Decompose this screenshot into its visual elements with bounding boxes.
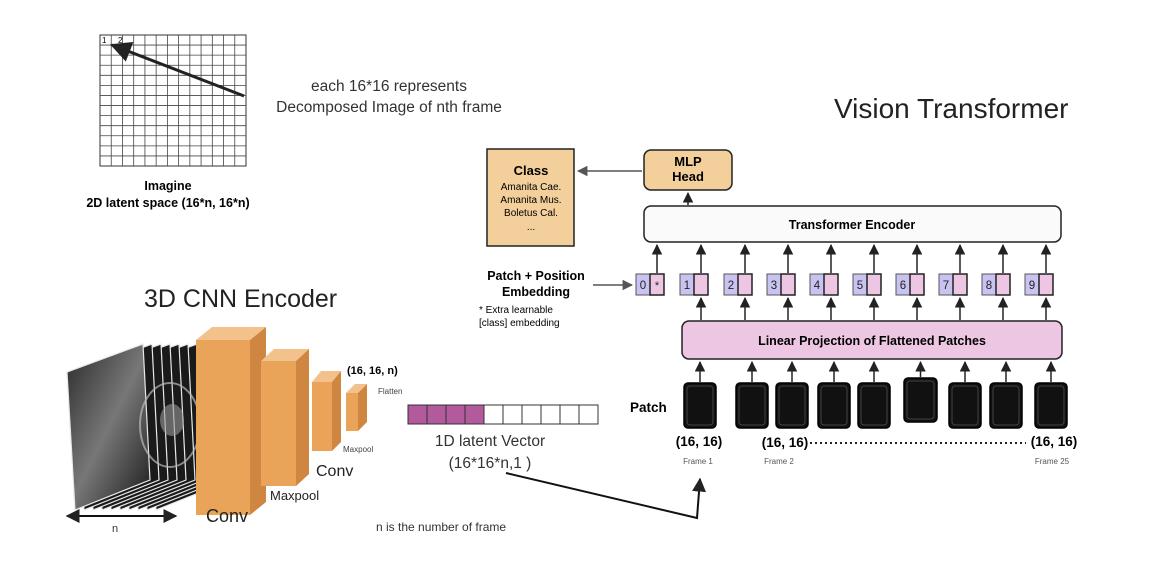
latent-vector-label: 1D latent Vector(16*16*n,1 ) — [435, 433, 545, 472]
embedding-note: * Extra learnable[class] embedding — [479, 305, 560, 329]
patch-tile — [948, 382, 982, 429]
svg-text:5: 5 — [857, 280, 863, 292]
conv-block-1 — [196, 327, 266, 515]
latent-vector — [407, 404, 599, 425]
patch-tile — [989, 382, 1023, 429]
embedding-token-8: 8 — [981, 273, 1011, 296]
patch-tile — [735, 382, 769, 429]
flatten-label: Flatten — [378, 387, 402, 396]
frame-label-25: Frame 25 — [1035, 457, 1070, 466]
maxpool-label: Maxpool — [270, 488, 319, 503]
patch-tile — [775, 382, 809, 429]
conv-block-2 — [312, 371, 341, 451]
svg-text:*: * — [655, 280, 660, 292]
latent-cell-filled — [407, 404, 428, 425]
class-item-2: Amanita Mus. — [500, 195, 561, 206]
grid-index-label-2: 2 — [118, 36, 123, 45]
latent-to-frame-arrow — [505, 472, 707, 520]
frame-label-2: Frame 2 — [764, 457, 794, 466]
svg-text:7: 7 — [943, 280, 949, 292]
cnn-title: 3D CNN Encoder — [144, 285, 337, 313]
patch-size-frame-25: (16, 16) — [1031, 434, 1078, 449]
latent-cell-empty — [502, 404, 523, 425]
frame-label-1: Frame 1 — [683, 457, 713, 466]
latent-cell-filled — [445, 404, 466, 425]
embedding-token-7: 7 — [938, 273, 968, 296]
latent-cell-filled — [426, 404, 447, 425]
grid-diagonal-arrow — [110, 42, 245, 98]
embedding-token-1: 1 — [679, 273, 709, 296]
patch-size-frame-1: (16, 16) — [676, 434, 723, 449]
footnote: n is the number of frame — [376, 520, 506, 534]
class-item-3: Boletus Cal. — [504, 208, 558, 219]
transformer-encoder-box — [643, 205, 1062, 243]
embedding-token-9: 9 — [1024, 273, 1054, 296]
patch-tile — [817, 382, 851, 429]
svg-text:1: 1 — [684, 280, 690, 292]
class-box-title: Class — [514, 163, 549, 178]
patch-tile — [1034, 382, 1068, 429]
embedding-token-4: 4 — [809, 273, 839, 296]
svg-text:8: 8 — [986, 280, 992, 292]
latent-grid — [99, 34, 247, 167]
transformer-encoder-label: Transformer Encoder — [789, 218, 916, 232]
maxpool-label-small: Maxpool — [343, 445, 373, 454]
latent-cell-empty — [521, 404, 542, 425]
embedding-token-5: 5 — [852, 273, 882, 296]
patch-row — [683, 360, 1068, 429]
conv-label-1: Conv — [206, 506, 248, 526]
mlp-head-box — [643, 149, 733, 191]
class-item-more: ... — [527, 222, 535, 233]
class-item-1: Amanita Cae. — [501, 182, 562, 193]
embedding-token-6: 6 — [895, 273, 925, 296]
svg-text:4: 4 — [814, 280, 821, 292]
embedding-token-3: 3 — [766, 273, 796, 296]
latent-cell-empty — [540, 404, 561, 425]
svg-text:2: 2 — [728, 280, 734, 292]
grid-index-label-1: 1 — [102, 36, 107, 45]
svg-text:0: 0 — [640, 280, 646, 292]
latent-cell-empty — [578, 404, 599, 425]
svg-text:6: 6 — [900, 280, 906, 292]
n-label: n — [112, 523, 118, 535]
patch-label: Patch — [630, 400, 667, 415]
embedding-token-0: 0* — [635, 273, 665, 296]
vit-title: Vision Transformer — [834, 93, 1068, 124]
maxpool-block-2 — [346, 384, 367, 431]
latent-cell-empty — [559, 404, 580, 425]
cnn-dims-label: (16, 16, n) — [347, 365, 398, 377]
latent-cell-filled — [464, 404, 485, 425]
svg-text:9: 9 — [1029, 280, 1035, 292]
latent-cell-empty — [483, 404, 504, 425]
svg-text:3: 3 — [771, 280, 777, 292]
patch-tile — [903, 377, 938, 423]
patch-tile — [857, 382, 891, 429]
linear-projection-label: Linear Projection of Flattened Patches — [758, 334, 986, 348]
embedding-token-2: 2 — [723, 273, 753, 296]
linear-projection-box — [681, 320, 1063, 360]
patch-size-frame-2: (16, 16) — [762, 435, 809, 450]
patch-tile — [683, 382, 717, 429]
class-box — [486, 148, 575, 247]
maxpool-block-1 — [261, 349, 309, 486]
conv-label-2: Conv — [316, 463, 353, 480]
